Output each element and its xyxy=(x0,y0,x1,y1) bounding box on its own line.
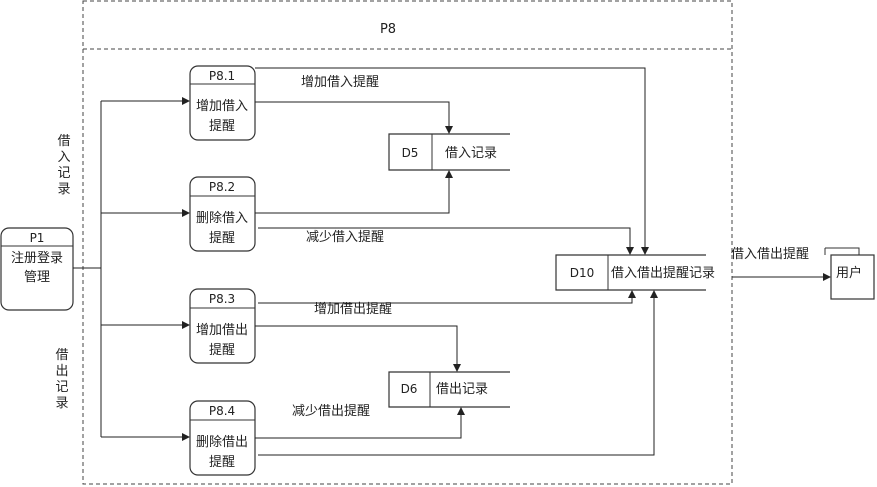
flows-p1-to-processes xyxy=(73,97,190,441)
process-p1-label-line2: 管理 xyxy=(24,270,50,285)
side-label-borrow-out-char: 借 xyxy=(55,348,68,363)
data-store-d10-id: D10 xyxy=(570,266,595,280)
data-store-d5-name: 借入记录 xyxy=(445,146,497,161)
process-p1-id: P1 xyxy=(30,231,45,245)
side-label-borrow-in-char: 录 xyxy=(57,182,70,197)
p8-boundary: P8 xyxy=(82,0,733,485)
process-p8-1-label-line1: 增加借入 xyxy=(196,99,248,114)
process-p8-4-label-line1: 删除借出 xyxy=(196,435,248,450)
process-p8-3[interactable]: P8.3 增加借出 提醒 xyxy=(189,288,256,364)
data-store-d10[interactable]: D10 借入借出提醒记录 xyxy=(555,254,715,291)
process-p8-3-id: P8.3 xyxy=(209,292,235,306)
flow-label-to-user: 借入借出提醒 xyxy=(731,246,809,262)
process-p8-4-label-line2: 提醒 xyxy=(209,454,235,470)
data-store-d6-name: 借出记录 xyxy=(436,382,488,397)
process-p1[interactable]: P1 注册登录 管理 xyxy=(0,227,74,311)
process-p8-1-id: P8.1 xyxy=(209,69,235,83)
process-p8-4-id: P8.4 xyxy=(209,404,235,418)
side-label-borrow-out: 借 出 记 录 xyxy=(55,348,68,411)
data-store-d6[interactable]: D6 借出记录 xyxy=(388,371,510,408)
external-entity-user[interactable]: 用户 xyxy=(824,247,875,300)
side-label-borrow-in-char: 记 xyxy=(57,166,70,181)
side-label-borrow-in-char: 借 xyxy=(57,134,70,149)
process-p8-3-label-line2: 提醒 xyxy=(209,342,235,358)
data-store-d6-id: D6 xyxy=(401,382,418,396)
side-label-borrow-out-char: 记 xyxy=(55,380,68,395)
data-store-d10-name: 借入借出提醒记录 xyxy=(611,265,715,281)
process-p8-4[interactable]: P8.4 删除借出 提醒 xyxy=(189,400,256,476)
side-label-borrow-out-char: 出 xyxy=(55,364,68,379)
side-label-borrow-in: 借 入 记 录 xyxy=(57,134,70,197)
side-label-borrow-out-char: 录 xyxy=(55,396,68,411)
process-p8-2[interactable]: P8.2 删除借入 提醒 xyxy=(189,176,256,252)
external-entity-user-name: 用户 xyxy=(836,265,862,281)
data-store-d5-id: D5 xyxy=(402,146,419,160)
process-p8-2-label-line1: 删除借入 xyxy=(196,211,248,226)
flow-label-reduce-borrow-out: 减少借出提醒 xyxy=(292,403,370,419)
process-p8-1-label-line2: 提醒 xyxy=(209,118,235,134)
flow-label-reduce-borrow-in: 减少借入提醒 xyxy=(306,229,384,245)
flow-label-add-borrow-in: 增加借入提醒 xyxy=(301,74,379,90)
process-p1-label-line1: 注册登录 xyxy=(11,251,63,266)
process-p8-2-id: P8.2 xyxy=(209,180,235,194)
flows-internal xyxy=(255,67,831,456)
side-label-borrow-in-char: 入 xyxy=(57,150,70,165)
p8-title: P8 xyxy=(380,22,396,37)
process-p8-1[interactable]: P8.1 增加借入 提醒 xyxy=(189,65,256,141)
process-p8-2-label-line2: 提醒 xyxy=(209,230,235,246)
data-store-d5[interactable]: D5 借入记录 xyxy=(388,133,510,171)
process-p8-3-label-line1: 增加借出 xyxy=(196,323,248,338)
flow-label-add-borrow-out: 增加借出提醒 xyxy=(314,301,392,317)
